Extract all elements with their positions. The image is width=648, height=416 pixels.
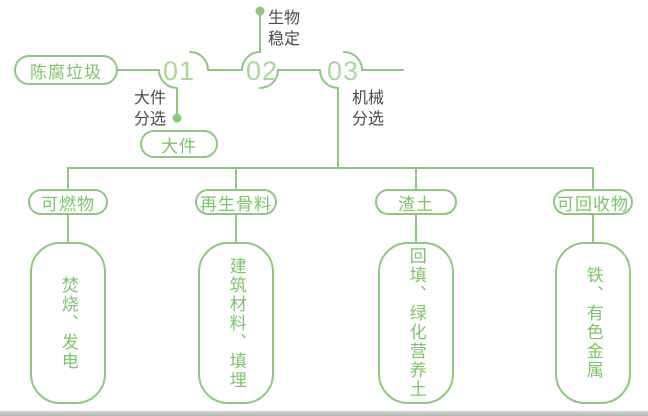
label-bulky-sorting: 大件 分选	[134, 90, 167, 128]
flow-arc-01-out	[189, 51, 243, 71]
outcome-text: 铁、有色金属	[583, 266, 603, 380]
flow-arc-03-in	[319, 69, 339, 169]
category-label: 渣土	[398, 194, 434, 214]
category-label: 可回收物	[557, 194, 629, 214]
step-number-03: 03	[326, 56, 360, 86]
category-label: 再生骨料	[200, 194, 272, 214]
outcome-text: 焚烧、发电	[58, 275, 78, 371]
flow-arc-01-in	[158, 69, 178, 114]
category-pill-recyclables: 可回收物	[553, 189, 633, 215]
outcome-text: 回填、绿化营养土	[406, 247, 426, 399]
outcome-text: 建筑材料、填埋	[226, 256, 246, 390]
bulky-branch-dot	[172, 113, 182, 123]
bulky-output-pill: 大件	[140, 130, 218, 158]
step-number-02: 02	[245, 56, 279, 86]
flow-arc-03-out	[343, 51, 404, 71]
outcome-box-backfill: 回填、绿化营养土	[378, 242, 454, 404]
flow-arc-02-in	[241, 14, 261, 71]
distribution-bar	[67, 167, 594, 189]
bio-branch-dot	[255, 6, 265, 16]
source-pill: 陈腐垃圾	[14, 55, 118, 85]
label-mechanical-sorting: 机械 分选	[352, 90, 385, 128]
label-biological-stabilization: 生物 稳定	[268, 10, 301, 48]
source-label: 陈腐垃圾	[30, 62, 102, 82]
outcome-box-incineration: 焚烧、发电	[30, 242, 106, 404]
flow-arc-02-out	[259, 69, 321, 89]
outcome-box-metals: 铁、有色金属	[555, 242, 631, 404]
category-pill-recycled-aggregate: 再生骨料	[195, 189, 277, 215]
category-label: 可燃物	[41, 194, 95, 214]
outcome-box-construction: 建筑材料、填埋	[198, 242, 274, 404]
cropped-bottom-strip	[0, 411, 648, 416]
category-pill-combustibles: 可燃物	[28, 189, 108, 215]
step-number-01: 01	[162, 56, 196, 86]
bulky-output-label: 大件	[161, 136, 197, 156]
category-pill-slag-soil: 渣土	[375, 189, 457, 215]
